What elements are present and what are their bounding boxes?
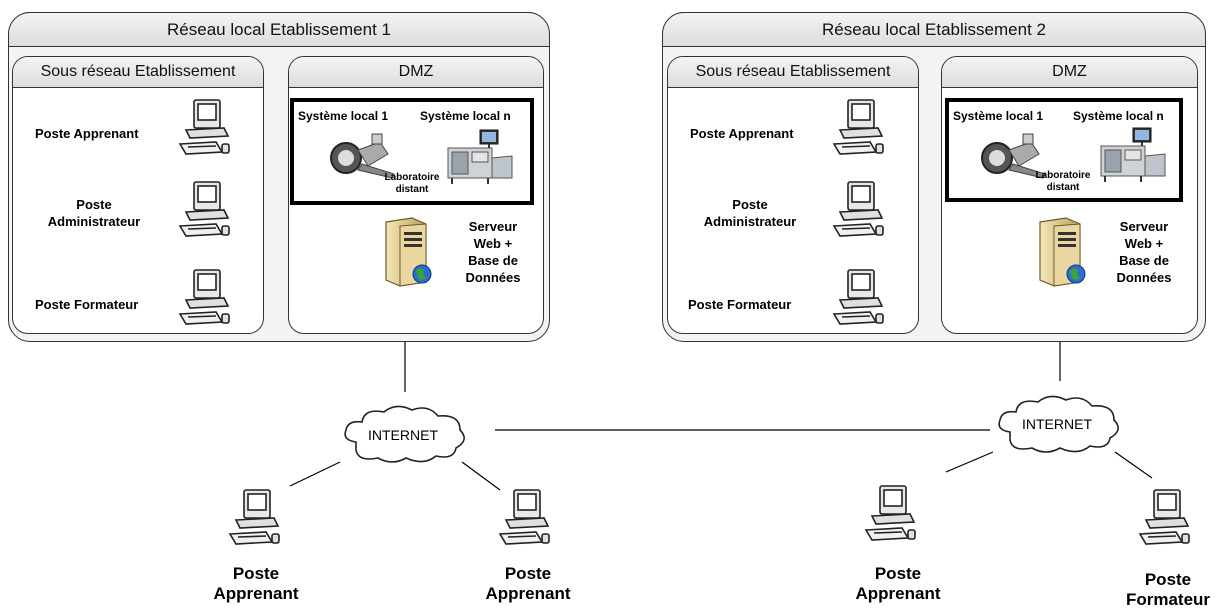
site1-lab-label: Laboratoire distant xyxy=(384,172,440,195)
computer-icon xyxy=(830,268,894,333)
machine-icon xyxy=(979,130,1049,185)
remote-poste-label: Poste Formateur xyxy=(1125,570,1211,609)
site2-lab-label: Laboratoire distant xyxy=(1035,170,1091,193)
site1-title: Réseau local Etablissement 1 xyxy=(167,20,391,39)
computer-icon xyxy=(830,98,894,163)
site1-title-bar: Réseau local Etablissement 1 xyxy=(8,12,550,47)
site1-sys-local-1: Système local 1 xyxy=(298,109,389,123)
site1-poste-apprenant-label: Poste Apprenant xyxy=(35,126,139,141)
computer-icon xyxy=(830,180,894,245)
site2-remote-lab-box: Système local 1 Système local n Laborato… xyxy=(945,98,1183,202)
site2-poste-apprenant-label: Poste Apprenant xyxy=(690,126,794,141)
internet-label-2: INTERNET xyxy=(1022,416,1092,432)
test-bench-icon xyxy=(1099,126,1169,189)
site1-dmz-title: DMZ xyxy=(289,57,543,88)
computer-icon xyxy=(862,484,926,549)
computer-icon xyxy=(496,488,560,553)
computer-icon xyxy=(1136,488,1200,553)
site1-poste-admin-label: Poste Administrateur xyxy=(47,197,141,229)
site1-subnet-title: Sous réseau Etablissement xyxy=(13,57,263,88)
site1-poste-formateur-label: Poste Formateur xyxy=(35,297,139,312)
site1-remote-lab-box: Système local 1 Système local n Laborato… xyxy=(290,98,534,205)
site2-sys-local-n: Système local n xyxy=(1073,109,1164,123)
site2-title: Réseau local Etablissement 2 xyxy=(822,20,1046,39)
site2-title-bar: Réseau local Etablissement 2 xyxy=(662,12,1206,47)
internet-cloud-icon xyxy=(336,402,472,471)
site2-subnet-title: Sous réseau Etablissement xyxy=(668,57,918,88)
computer-icon xyxy=(226,488,290,553)
site2-dmz-title: DMZ xyxy=(942,57,1197,88)
computer-icon xyxy=(176,98,240,163)
remote-poste-label: Poste Apprenant xyxy=(485,564,571,603)
computer-icon xyxy=(176,180,240,245)
site2-poste-formateur-label: Poste Formateur xyxy=(688,297,792,312)
remote-poste-label: Poste Apprenant xyxy=(213,564,299,603)
site2-subnet-box: Sous réseau Etablissement xyxy=(667,56,919,334)
site2-poste-admin-label: Poste Administrateur xyxy=(703,197,797,229)
site1-server-label: Serveur Web + Base de Données xyxy=(465,219,521,285)
remote-poste-label: Poste Apprenant xyxy=(855,564,941,603)
server-icon xyxy=(1032,216,1092,293)
internet-cloud-icon xyxy=(990,392,1126,461)
test-bench-icon xyxy=(446,128,516,191)
site2-server-label: Serveur Web + Base de Données xyxy=(1116,219,1172,285)
site2-sys-local-1: Système local 1 xyxy=(953,109,1044,123)
computer-icon xyxy=(176,268,240,333)
site1-sys-local-n: Système local n xyxy=(420,109,511,123)
site1-subnet-box: Sous réseau Etablissement xyxy=(12,56,264,334)
server-icon xyxy=(378,216,438,293)
internet-label-1: INTERNET xyxy=(368,427,438,443)
machine-icon xyxy=(328,130,398,185)
